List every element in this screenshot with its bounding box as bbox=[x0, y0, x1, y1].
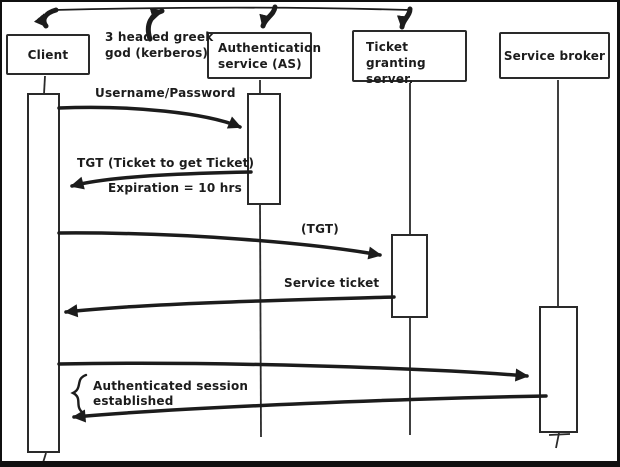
message-arrow-username-password bbox=[57, 105, 242, 129]
message-arrow-session-request bbox=[57, 361, 529, 382]
actor-label-service-broker: Service broker bbox=[503, 48, 606, 63]
label-username-password: Username/Password bbox=[95, 86, 236, 100]
as-lifeline-bottom bbox=[259, 204, 262, 438]
kerberos-note-pointer-arrow bbox=[145, 7, 165, 42]
actor-label-authentication-line1: Authentication bbox=[218, 41, 322, 55]
session-brace bbox=[70, 373, 88, 415]
client-lifeline-top bbox=[43, 75, 46, 95]
message-arrow-service-ticket-return bbox=[64, 295, 396, 318]
actor-box-client: Client bbox=[6, 34, 90, 75]
actor-box-ticket-granting-server: Ticket granting server. bbox=[352, 30, 467, 86]
tgs-activation-bar bbox=[391, 234, 428, 318]
actor-label-authentication-line2: service (AS) bbox=[218, 57, 302, 71]
label-tgt-paren: (TGT) bbox=[301, 222, 339, 236]
client-activation-bar bbox=[27, 93, 60, 453]
top-connector-line bbox=[53, 6, 411, 11]
message-arrow-tgt-forward bbox=[57, 231, 382, 260]
as-activation-bar bbox=[247, 93, 281, 205]
actor-box-authentication-service: Authentication service (AS) bbox=[207, 32, 322, 79]
actor-label-tgs-line2: server. bbox=[366, 72, 414, 86]
actor-box-service-broker: Service broker bbox=[499, 32, 610, 79]
label-service-ticket: Service ticket bbox=[284, 276, 380, 290]
client-lifeline-bottom bbox=[42, 452, 47, 461]
label-expiration: Expiration = 10 hrs bbox=[108, 181, 242, 195]
message-arrow-session-return bbox=[72, 394, 548, 423]
broker-activation-bar bbox=[539, 306, 578, 433]
kerberos-note-line1: 3 headed greek bbox=[105, 30, 214, 44]
label-session: Authenticated session established bbox=[93, 379, 248, 409]
label-tgt: TGT (Ticket to get Ticket) bbox=[77, 156, 255, 170]
authentication-service-head-arrow bbox=[259, 4, 278, 29]
ticket-granting-head-arrow bbox=[396, 6, 413, 30]
actor-label-tgs-line1: Ticket granting bbox=[366, 40, 426, 70]
message-arrow-tgt-return bbox=[70, 170, 253, 190]
label-session-line2: established bbox=[93, 394, 174, 408]
client-head-arrow bbox=[33, 7, 59, 29]
label-session-line1: Authenticated session bbox=[93, 379, 249, 393]
broker-lifeline-bottom bbox=[555, 432, 560, 449]
kerberos-note: 3 headed greek god (kerberos) bbox=[105, 29, 213, 61]
kerberos-note-line2: god (kerberos) bbox=[105, 46, 209, 60]
actor-label-client: Client bbox=[27, 47, 69, 62]
